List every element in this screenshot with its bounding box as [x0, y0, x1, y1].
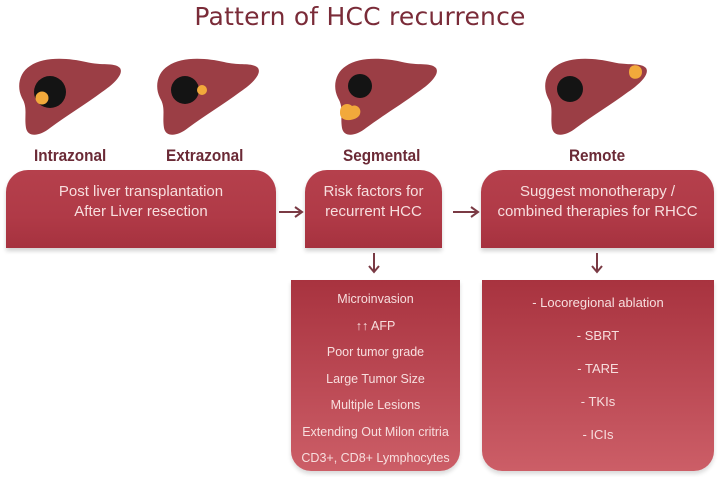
liver-remote-icon	[545, 58, 647, 135]
therapies-list: - Locoregional ablation - SBRT - TARE - …	[482, 280, 714, 471]
arrow-right-icon	[279, 206, 304, 218]
risk-factors-list: Microinvasion ↑↑ AFP Poor tumor grade La…	[291, 280, 460, 471]
risk-header-line: Risk factors for	[323, 183, 424, 200]
therapies-header-box: Suggest monotherapy / combined therapies…	[481, 170, 714, 248]
therapy-header-line: combined therapies for RHCC	[497, 203, 698, 220]
risk-factor-item: Extending Out Milon critria	[302, 424, 449, 439]
risk-factors-header-box: Risk factors for recurrent HCC	[305, 170, 442, 248]
risk-factor-item: CD3+, CD8+ Lymphocytes	[301, 451, 450, 465]
therapy-item: - Locoregional ablation	[532, 295, 664, 310]
context-box: Post liver transplantation After Liver r…	[6, 170, 276, 248]
risk-header-line: recurrent HCC	[325, 203, 422, 220]
risk-factor-item: Poor tumor grade	[326, 345, 425, 359]
risk-factor-item: Large Tumor Size	[326, 371, 425, 386]
arrow-down-icon	[368, 253, 380, 274]
pattern-label-segmental: Segmental	[343, 146, 421, 165]
liver-intrazonal-icon	[19, 58, 121, 135]
therapy-item: - TARE	[577, 361, 619, 376]
therapy-header-line: Suggest monotherapy /	[519, 183, 676, 200]
risk-factor-item: ↑↑ AFP	[355, 318, 396, 333]
pattern-label-intrazonal: Intrazonal	[34, 146, 107, 165]
context-line: Post liver transplantation	[58, 183, 224, 200]
pattern-label-remote: Remote	[569, 146, 626, 165]
therapy-item: - SBRT	[576, 328, 620, 343]
therapy-item: - TKIs	[580, 394, 616, 409]
page-title: Pattern of HCC recurrence	[194, 2, 526, 31]
liver-segmental-icon	[335, 58, 437, 135]
context-line: After Liver resection	[74, 203, 208, 220]
risk-factor-item: Multiple Lesions	[330, 398, 421, 412]
pattern-label-extrazonal: Extrazonal	[166, 146, 244, 165]
liver-extrazonal-icon	[157, 58, 259, 135]
risk-factor-item: Microinvasion	[337, 292, 414, 306]
therapy-item: - ICIs	[582, 427, 614, 442]
arrow-down-icon	[591, 253, 603, 274]
arrow-right-icon	[453, 206, 480, 218]
